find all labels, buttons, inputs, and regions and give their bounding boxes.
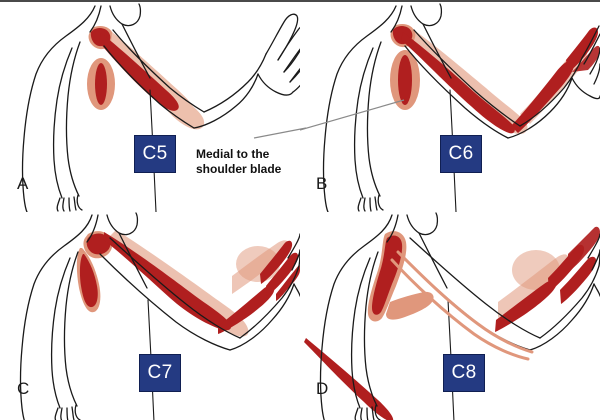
panel-d-pain-core: [304, 226, 600, 420]
medial-scapula-callout: Medial to the shoulder blade: [196, 147, 316, 176]
callout-leader-line-left: [253, 127, 307, 139]
callout-line-1: Medial to the: [196, 147, 270, 161]
panel-d-inner-arm-stripe: [390, 250, 534, 361]
panel-label-c: C: [17, 379, 30, 398]
callout-leader-line-right: [300, 99, 405, 131]
panel-c-pain-core: [79, 232, 300, 334]
panel-label-d: D: [316, 379, 329, 398]
panel-a-illustration: [21, 3, 300, 212]
level-tag-c6: C6: [440, 135, 482, 173]
panel-c-body-outline: [19, 212, 300, 420]
panel-label-a: A: [17, 174, 29, 193]
panel-b-pain-core: [392, 25, 600, 134]
panel-b-illustration: [300, 3, 600, 212]
panel-b-body-outline: [322, 3, 600, 212]
callout-line-2: shoulder blade: [196, 161, 282, 176]
level-tag-c5: C5: [134, 135, 176, 173]
panel-label-b: B: [316, 174, 328, 193]
panel-c-illustration: [19, 212, 300, 420]
level-tag-c7: C7: [139, 354, 181, 392]
panel-a-body-outline: [21, 3, 300, 212]
panel-d-illustration: [304, 212, 600, 420]
panel-a-pain-core: [90, 27, 179, 111]
level-tag-c8: C8: [443, 354, 485, 392]
